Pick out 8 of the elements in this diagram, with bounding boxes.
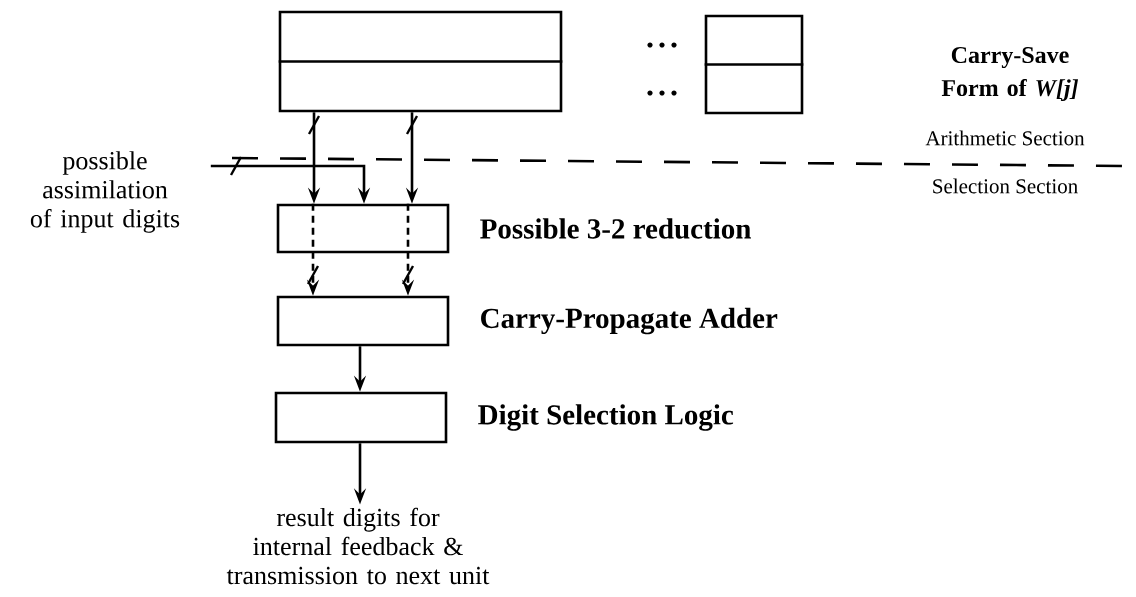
section-label: Arithmetic Section xyxy=(924,129,1086,147)
box-label: Digit Selection Logic xyxy=(478,404,734,431)
register-caption: Carry-Save Form of W[j] xyxy=(941,47,1078,101)
section-label: Selection Section xyxy=(930,177,1080,195)
box-label: Possible 3-2 reduction xyxy=(480,218,751,239)
note-text: possible assimilation of input digits xyxy=(30,151,180,233)
box-label: Carry-Propagate Adder xyxy=(481,307,778,335)
note-text: result digits for internal feedback & transmission to next unit xyxy=(226,507,490,585)
